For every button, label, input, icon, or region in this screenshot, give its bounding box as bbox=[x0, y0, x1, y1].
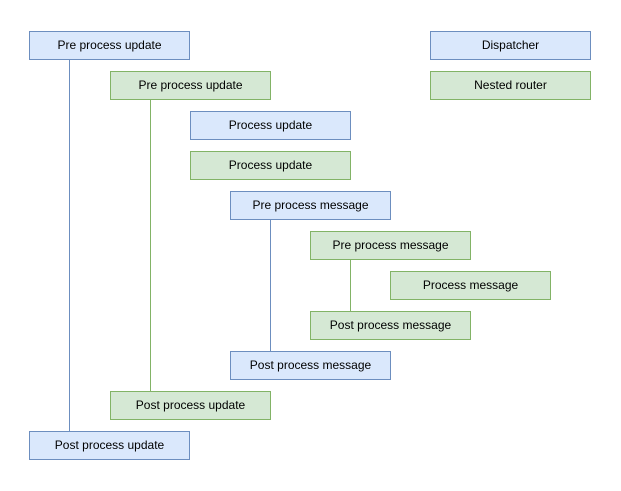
node-label: Process message bbox=[422, 278, 519, 293]
connector-line bbox=[150, 100, 151, 391]
node-label: Process update bbox=[228, 158, 313, 173]
node-label: Pre process update bbox=[138, 78, 243, 93]
node-label: Process update bbox=[228, 118, 313, 133]
node-label: Post process update bbox=[135, 398, 246, 413]
node-label: Post process message bbox=[249, 358, 372, 373]
node-label: Pre process message bbox=[332, 238, 449, 253]
node-label: Pre process update bbox=[57, 38, 162, 53]
connector-line bbox=[270, 220, 271, 351]
node-post-process-update-router[interactable]: Post process update bbox=[110, 391, 271, 420]
node-pre-process-message-dispatcher[interactable]: Pre process message bbox=[230, 191, 391, 220]
node-post-process-message-dispatcher[interactable]: Post process message bbox=[230, 351, 391, 380]
node-post-process-update-dispatcher[interactable]: Post process update bbox=[29, 431, 190, 460]
node-process-update-dispatcher[interactable]: Process update bbox=[190, 111, 351, 140]
node-label: Nested router bbox=[474, 78, 547, 93]
node-process-update-router[interactable]: Process update bbox=[190, 151, 351, 180]
legend-dispatcher[interactable]: Dispatcher bbox=[430, 31, 591, 60]
node-pre-process-message-router[interactable]: Pre process message bbox=[310, 231, 471, 260]
node-pre-process-update-router[interactable]: Pre process update bbox=[110, 71, 271, 100]
connector-line bbox=[350, 260, 351, 311]
node-post-process-message-router[interactable]: Post process message bbox=[310, 311, 471, 340]
node-label: Dispatcher bbox=[481, 38, 540, 53]
legend-nested-router[interactable]: Nested router bbox=[430, 71, 591, 100]
node-pre-process-update-dispatcher[interactable]: Pre process update bbox=[29, 31, 190, 60]
node-label: Post process message bbox=[329, 318, 452, 333]
node-label: Pre process message bbox=[252, 198, 369, 213]
node-process-message-router[interactable]: Process message bbox=[390, 271, 551, 300]
connector-line bbox=[69, 60, 70, 431]
node-label: Post process update bbox=[54, 438, 165, 453]
